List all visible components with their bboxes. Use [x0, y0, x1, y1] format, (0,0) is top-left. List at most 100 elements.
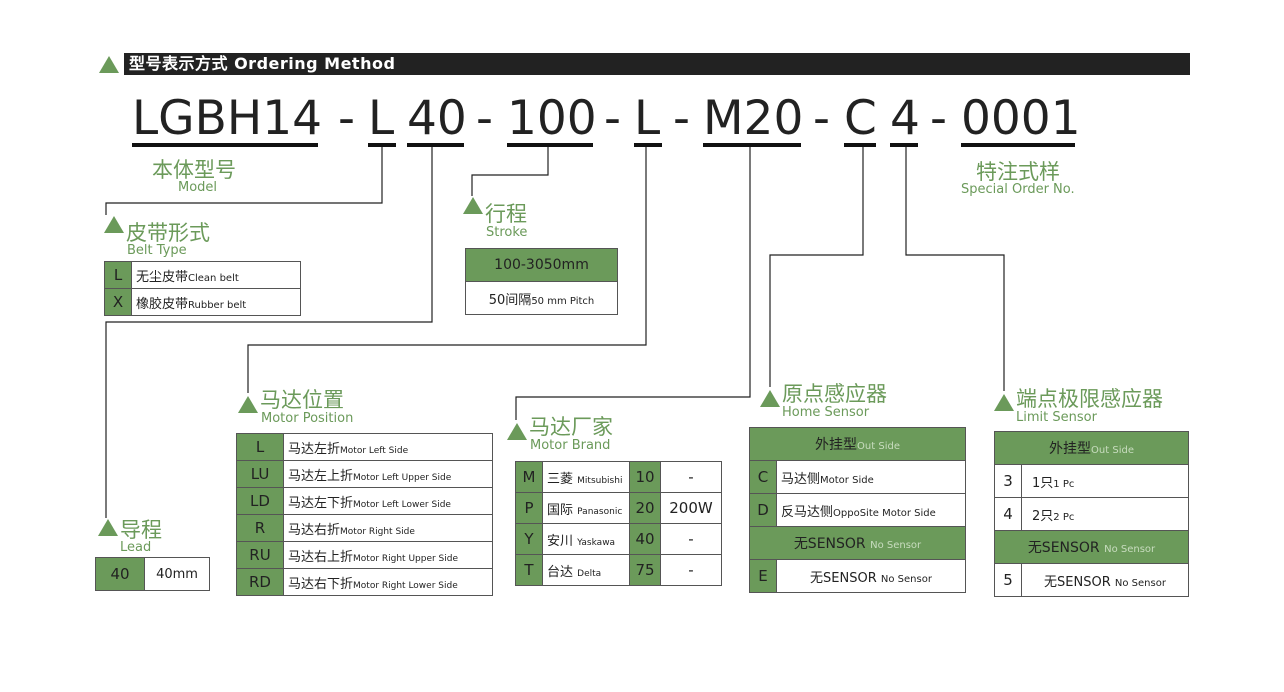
- motor-brand-name-cn: 台达: [547, 564, 574, 580]
- code-dash: -: [673, 91, 690, 146]
- table-row: 无SENSOR No Sensor: [749, 526, 966, 560]
- code-dash: -: [338, 91, 355, 146]
- stroke-pitch-en: 50 mm Pitch: [531, 295, 595, 307]
- motor-brand-name: 台达 Delta: [542, 554, 630, 586]
- belt-desc-cn: 无尘皮带: [136, 269, 189, 285]
- code-motor-brand: M20: [703, 91, 804, 146]
- stroke-pitch: 50间隔50 mm Pitch: [465, 281, 618, 315]
- motor-brand-name: 三菱 Mitsubishi: [542, 461, 630, 493]
- motor-brand-label-cn: 马达厂家: [529, 415, 613, 439]
- motor-brand-power: -: [660, 461, 722, 493]
- home-sensor-connector: [769, 147, 864, 387]
- underline-limit-sensor: [890, 143, 918, 147]
- underline-motor-brand: [703, 143, 801, 147]
- motor-position-desc: 马达右折Motor Right Side: [283, 514, 493, 542]
- motor-position-key: R: [236, 514, 284, 542]
- motor-position-desc-cn: 马达左折: [288, 441, 341, 457]
- stroke-triangle-icon: [463, 197, 483, 214]
- table-row: 外挂型Out Side: [994, 431, 1189, 465]
- header-triangle-icon: [99, 56, 119, 73]
- lead-triangle-icon: [98, 519, 118, 536]
- motor-brand-name-en: Yaskawa: [577, 537, 616, 548]
- motor-brand-connector: [515, 147, 751, 420]
- motor-position-desc-en: Motor Left Side: [340, 445, 409, 456]
- motor-brand-key: T: [515, 554, 543, 586]
- table-row: 3 1只1 Pc: [994, 464, 1189, 498]
- motor-position-desc-en: Motor Right Upper Side: [353, 553, 459, 564]
- home-sensor-head-outside-cn: 外挂型: [815, 437, 858, 453]
- limit-sensor-head-none-cn: 无SENSOR: [1027, 540, 1100, 556]
- limit-sensor-desc-en: No Sensor: [1114, 577, 1166, 589]
- home-sensor-head-outside: 外挂型Out Side: [749, 427, 966, 461]
- motor-position-key: L: [236, 433, 284, 461]
- underline-home-sensor: [844, 143, 876, 147]
- motor-position-triangle-icon: [238, 396, 258, 413]
- table-row: 50间隔50 mm Pitch: [465, 281, 618, 315]
- belt-table: L 无尘皮带Clean belt X 橡胶皮带Rubber belt: [104, 261, 301, 316]
- motor-position-desc: 马达左折Motor Left Side: [283, 433, 493, 461]
- model-label-cn: 本体型号: [152, 158, 236, 182]
- stroke-label-en: Stroke: [486, 225, 528, 240]
- motor-position-desc-cn: 马达右上折: [288, 549, 354, 565]
- header-title: 型号表示方式 Ordering Method: [124, 53, 1190, 75]
- motor-brand-name: 国际 Panasonic: [542, 492, 630, 524]
- belt-desc: 橡胶皮带Rubber belt: [131, 288, 301, 316]
- motor-brand-num: 75: [629, 554, 661, 586]
- limit-sensor-label-cn: 端点极限感应器: [1016, 387, 1163, 411]
- stroke-connector: [471, 147, 549, 196]
- belt-key: X: [104, 288, 132, 316]
- table-row: X 橡胶皮带Rubber belt: [104, 288, 301, 316]
- home-sensor-head-none: 无SENSOR No Sensor: [749, 526, 966, 560]
- motor-brand-name-en: Delta: [577, 568, 602, 579]
- motor-position-desc-en: Motor Right Lower Side: [353, 580, 458, 591]
- motor-brand-power: -: [660, 554, 722, 586]
- limit-sensor-key: 4: [994, 497, 1022, 531]
- table-row: 无SENSOR No Sensor: [994, 530, 1189, 564]
- underline-stroke: [507, 143, 593, 147]
- lead-value: 40mm: [144, 557, 210, 591]
- motor-brand-name: 安川 Yaskawa: [542, 523, 630, 555]
- motor-position-desc-en: Motor Left Lower Side: [353, 499, 451, 510]
- limit-sensor-desc-en: 1 Pc: [1053, 478, 1075, 490]
- limit-sensor-head-outside: 外挂型Out Side: [994, 431, 1189, 465]
- code-dash: -: [813, 91, 830, 146]
- underline-model: [132, 143, 318, 147]
- table-row: 40 40mm: [95, 557, 210, 591]
- limit-sensor-head-none-en: No Sensor: [1104, 544, 1156, 555]
- motor-position-key: LU: [236, 460, 284, 488]
- limit-sensor-key: 3: [994, 464, 1022, 498]
- motor-position-key: RU: [236, 541, 284, 569]
- limit-sensor-desc-cn: 1只: [1032, 475, 1054, 491]
- home-sensor-desc-en: No Sensor: [880, 573, 932, 585]
- motor-position-desc-cn: 马达左下折: [288, 495, 354, 511]
- home-sensor-desc-cn: 反马达侧: [781, 504, 834, 520]
- motor-position-desc: 马达右上折Motor Right Upper Side: [283, 541, 493, 569]
- belt-desc-en: Clean belt: [188, 272, 239, 284]
- limit-sensor-desc: 2只2 Pc: [1021, 497, 1189, 531]
- home-sensor-desc-cn: 马达侧: [781, 471, 821, 487]
- underline-motor-position: [634, 143, 662, 147]
- limit-sensor-desc-en: 2 Pc: [1053, 511, 1075, 523]
- belt-desc-en: Rubber belt: [188, 299, 247, 311]
- home-sensor-head-none-cn: 无SENSOR: [793, 536, 866, 552]
- belt-label-en: Belt Type: [127, 243, 187, 258]
- motor-position-connector: [247, 147, 647, 393]
- motor-brand-label-en: Motor Brand: [530, 438, 611, 453]
- stroke-pitch-cn: 50间隔: [488, 292, 532, 308]
- home-sensor-desc-en: OppoSite Motor Side: [833, 507, 936, 519]
- motor-brand-triangle-icon: [507, 423, 527, 440]
- home-sensor-desc: 无SENSOR No Sensor: [776, 559, 966, 593]
- special-label-cn: 特注式样: [976, 160, 1060, 184]
- motor-brand-num: 10: [629, 461, 661, 493]
- motor-position-desc: 马达左下折Motor Left Lower Side: [283, 487, 493, 515]
